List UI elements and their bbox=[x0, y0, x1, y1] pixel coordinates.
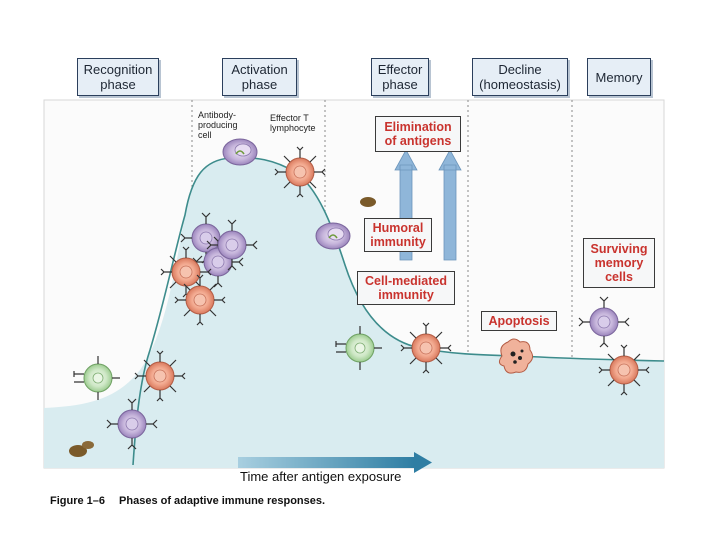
antibody-producing-cell-label: Antibody- producing cell bbox=[198, 110, 238, 140]
figure-title: Phases of adaptive immune responses. bbox=[119, 495, 326, 507]
surviving-memory-cells-label: Surviving memory cells bbox=[583, 238, 655, 288]
phase-label-memory: Memory bbox=[587, 58, 651, 96]
apoptotic-cell-icon bbox=[498, 338, 534, 374]
effector-t-lymphocyte-label: Effector T lymphocyte bbox=[270, 113, 316, 133]
phase-label-activation: Activation phase bbox=[222, 58, 297, 96]
phase-label-effector: Effector phase bbox=[371, 58, 429, 96]
phase-label-decline: Decline (homeostasis) bbox=[472, 58, 568, 96]
antibody-producing-cell-icon bbox=[222, 138, 258, 166]
elimination-of-antigens-label: Elimination of antigens bbox=[375, 116, 461, 152]
time-axis-label: Time after antigen exposure bbox=[240, 469, 402, 484]
figure-number: Figure 1–6 bbox=[50, 495, 106, 507]
humoral-immunity-label: Humoral immunity bbox=[364, 218, 432, 252]
apoptosis-label: Apoptosis bbox=[481, 311, 557, 331]
figure-caption: Figure 1–6 Phases of adaptive immune resp… bbox=[50, 495, 325, 507]
phase-label-recognition: Recognition phase bbox=[77, 58, 159, 96]
time-arrow bbox=[238, 452, 432, 473]
plasma-cell-icon bbox=[315, 222, 351, 250]
cell-mediated-immunity-label: Cell-mediated immunity bbox=[357, 271, 455, 305]
antigen-icon bbox=[360, 197, 376, 207]
antigen-icon bbox=[69, 445, 87, 457]
